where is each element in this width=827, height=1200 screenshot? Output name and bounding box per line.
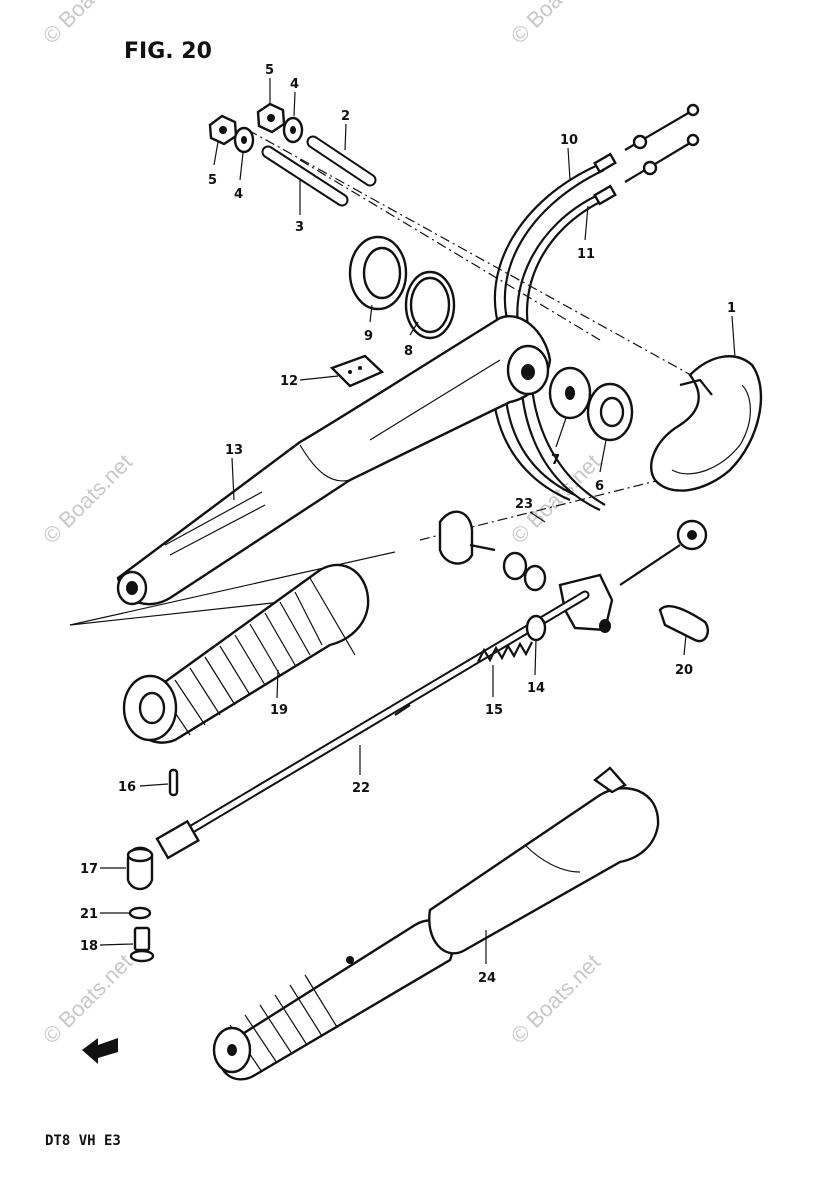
bushing-part-6: [586, 382, 634, 442]
callout-18: 18: [80, 939, 98, 954]
watermark: © Boats.net: [506, 949, 605, 1048]
callout-9: 9: [364, 329, 373, 344]
washer-part-4b: [282, 116, 304, 144]
callout-15: 15: [485, 703, 503, 718]
callout-11: 11: [577, 247, 595, 262]
callout-14: 14: [527, 681, 545, 696]
washer-part-4: [233, 126, 255, 154]
nut-part-5: [208, 114, 238, 146]
callouts: 1 2 3 4 4 5 5 6 7 8 9 10 11: [80, 63, 736, 986]
model-code: DT8 VH E3: [45, 1133, 121, 1149]
callout-12: 12: [280, 374, 298, 389]
pin-part-16: [168, 768, 179, 797]
callout-10: 10: [560, 133, 578, 148]
washer-part-7: [548, 366, 592, 420]
washer-part-21: [128, 906, 152, 920]
tiller-bracket-part-1: [650, 355, 763, 492]
callout-3: 3: [295, 220, 304, 235]
watermark: © Boats.net: [506, 0, 605, 49]
stud-part-3: [261, 145, 349, 207]
bolt-part-18: [129, 926, 155, 963]
callout-5-bottom: 5: [208, 173, 217, 188]
callout-19: 19: [270, 703, 288, 718]
oil-seal-part-9: [348, 235, 408, 311]
callout-17: 17: [80, 862, 98, 877]
callout-7: 7: [551, 453, 560, 468]
nut-part-5b: [256, 102, 286, 134]
throttle-friction-part-23: [438, 510, 708, 633]
callout-21: 21: [80, 907, 98, 922]
cap-part-20: [658, 605, 709, 643]
watermark: © Boats.net: [38, 449, 137, 548]
callout-2: 2: [341, 109, 350, 124]
watermark: © Boats.net: [38, 0, 137, 49]
callout-13: 13: [225, 443, 243, 458]
o-ring-part-8: [404, 270, 456, 340]
tiller-extension-part-24: [212, 766, 660, 1081]
forward-arrow-icon: [82, 1038, 118, 1064]
callout-23: 23: [515, 497, 533, 512]
shaft-part-22: [155, 590, 590, 860]
callout-5-top: 5: [265, 63, 274, 78]
watermark: © Boats.net: [38, 949, 137, 1048]
callout-4-bottom: 4: [234, 187, 243, 202]
collar-part-14: [525, 614, 547, 642]
callout-1: 1: [727, 301, 736, 316]
callout-4-top: 4: [290, 77, 299, 92]
callout-20: 20: [675, 663, 693, 678]
stud-part-2: [306, 135, 377, 187]
throttle-grip-part-19: [122, 563, 370, 744]
figure-title: FIG. 20: [124, 39, 212, 64]
callout-24: 24: [478, 971, 496, 986]
spring-part-15: [477, 641, 533, 663]
callout-8: 8: [404, 344, 413, 359]
callout-16: 16: [118, 780, 136, 795]
callout-22: 22: [352, 781, 370, 796]
tiller-handle-part-13: [116, 315, 552, 606]
callout-6: 6: [595, 479, 604, 494]
link-part-17: [126, 846, 154, 891]
decal-part-12: [329, 354, 385, 388]
